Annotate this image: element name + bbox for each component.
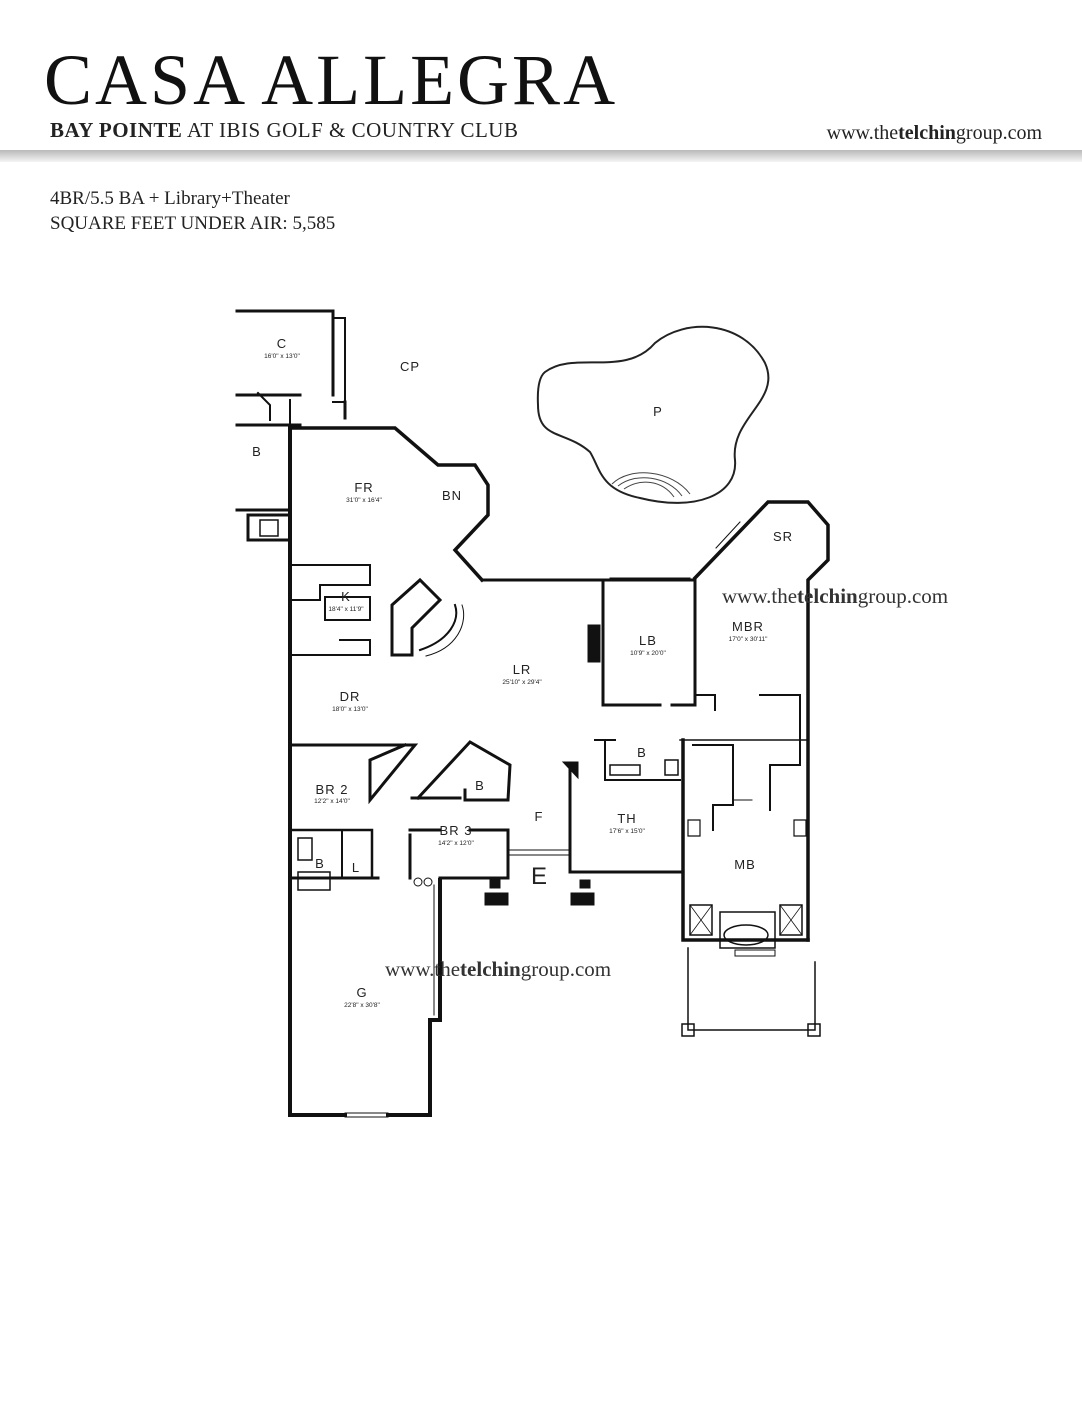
room-mbr-dim: 17'0" x 30'11" <box>729 636 768 643</box>
room-b-lb-label: B <box>637 745 647 760</box>
room-lb-label: LB <box>639 633 657 648</box>
specs: 4BR/5.5 BA + Library+Theater SQUARE FEET… <box>50 186 335 236</box>
room-lr-label: LR <box>513 662 532 677</box>
website-pre: www.the <box>826 122 899 144</box>
subtitle-rest: AT IBIS GOLF & COUNTRY CLUB <box>182 118 519 142</box>
subtitle-bold: BAY POINTE <box>50 118 183 142</box>
room-fr-label: FR <box>354 480 373 495</box>
room-lb-dim: 10'9" x 20'0" <box>630 650 666 657</box>
room-f-label: F <box>535 809 544 824</box>
room-c-dim: 16'0" x 13'0" <box>264 353 300 360</box>
room-p-label: P <box>653 404 663 419</box>
room-e-label: E <box>531 863 547 890</box>
room-th-label: TH <box>617 811 636 826</box>
room-c-label: C <box>277 336 287 351</box>
specs-bedrooms: 4BR/5.5 BA + Library+Theater <box>50 188 290 209</box>
room-dr-dim: 18'0" x 13'0" <box>332 706 368 713</box>
watermark-right: www.thetelchingroup.com <box>722 584 948 608</box>
room-l-label: L <box>352 860 360 875</box>
header: CASA ALLEGRA BAY POINTE AT IBIS GOLF & C… <box>0 0 1082 150</box>
room-lr-dim: 25'10" x 29'4" <box>502 679 542 686</box>
room-b-br3-label: B <box>475 778 485 793</box>
page-title: CASA ALLEGRA <box>44 40 619 120</box>
walls <box>235 309 830 1118</box>
room-k-dim: 18'4" x 11'9" <box>328 606 364 613</box>
room-mbr-label: MBR <box>732 619 764 634</box>
room-g-dim: 22'8" x 30'8" <box>344 1002 380 1009</box>
watermark-center: www.thetelchingroup.com <box>385 957 611 981</box>
subtitle: BAY POINTE AT IBIS GOLF & COUNTRY CLUB <box>50 118 518 143</box>
room-bn-label: BN <box>442 488 462 503</box>
room-br2-dim: 12'2" x 14'0" <box>314 798 350 805</box>
room-br3-dim: 14'2" x 12'0" <box>438 840 474 847</box>
room-mb-label: MB <box>734 857 756 872</box>
pool-steps <box>611 472 691 498</box>
room-sr-label: SR <box>773 529 793 544</box>
room-dr-label: DR <box>340 689 361 704</box>
room-labels: C 16'0" x 13'0" CP P B FR 31'0" x 16'4" … <box>252 336 793 1009</box>
room-th-dim: 17'6" x 15'0" <box>609 828 645 835</box>
header-band <box>0 150 1082 162</box>
room-br2-label: BR 2 <box>316 782 349 797</box>
room-g-label: G <box>356 985 367 1000</box>
specs-square-feet: SQUARE FEET UNDER AIR: 5,585 <box>50 213 336 234</box>
website-bold: telchin <box>898 122 956 144</box>
room-b-br2-label: B <box>315 856 325 871</box>
website-link[interactable]: www.thetelchingroup.com <box>827 122 1042 145</box>
pool <box>536 325 770 504</box>
room-b-left-label: B <box>252 444 262 459</box>
room-k-label: K <box>341 589 351 604</box>
room-fr-dim: 31'0" x 16'4" <box>346 497 382 504</box>
room-cp-label: CP <box>400 359 420 374</box>
room-br3-label: BR 3 <box>440 823 473 838</box>
website-post: group.com <box>955 122 1042 144</box>
